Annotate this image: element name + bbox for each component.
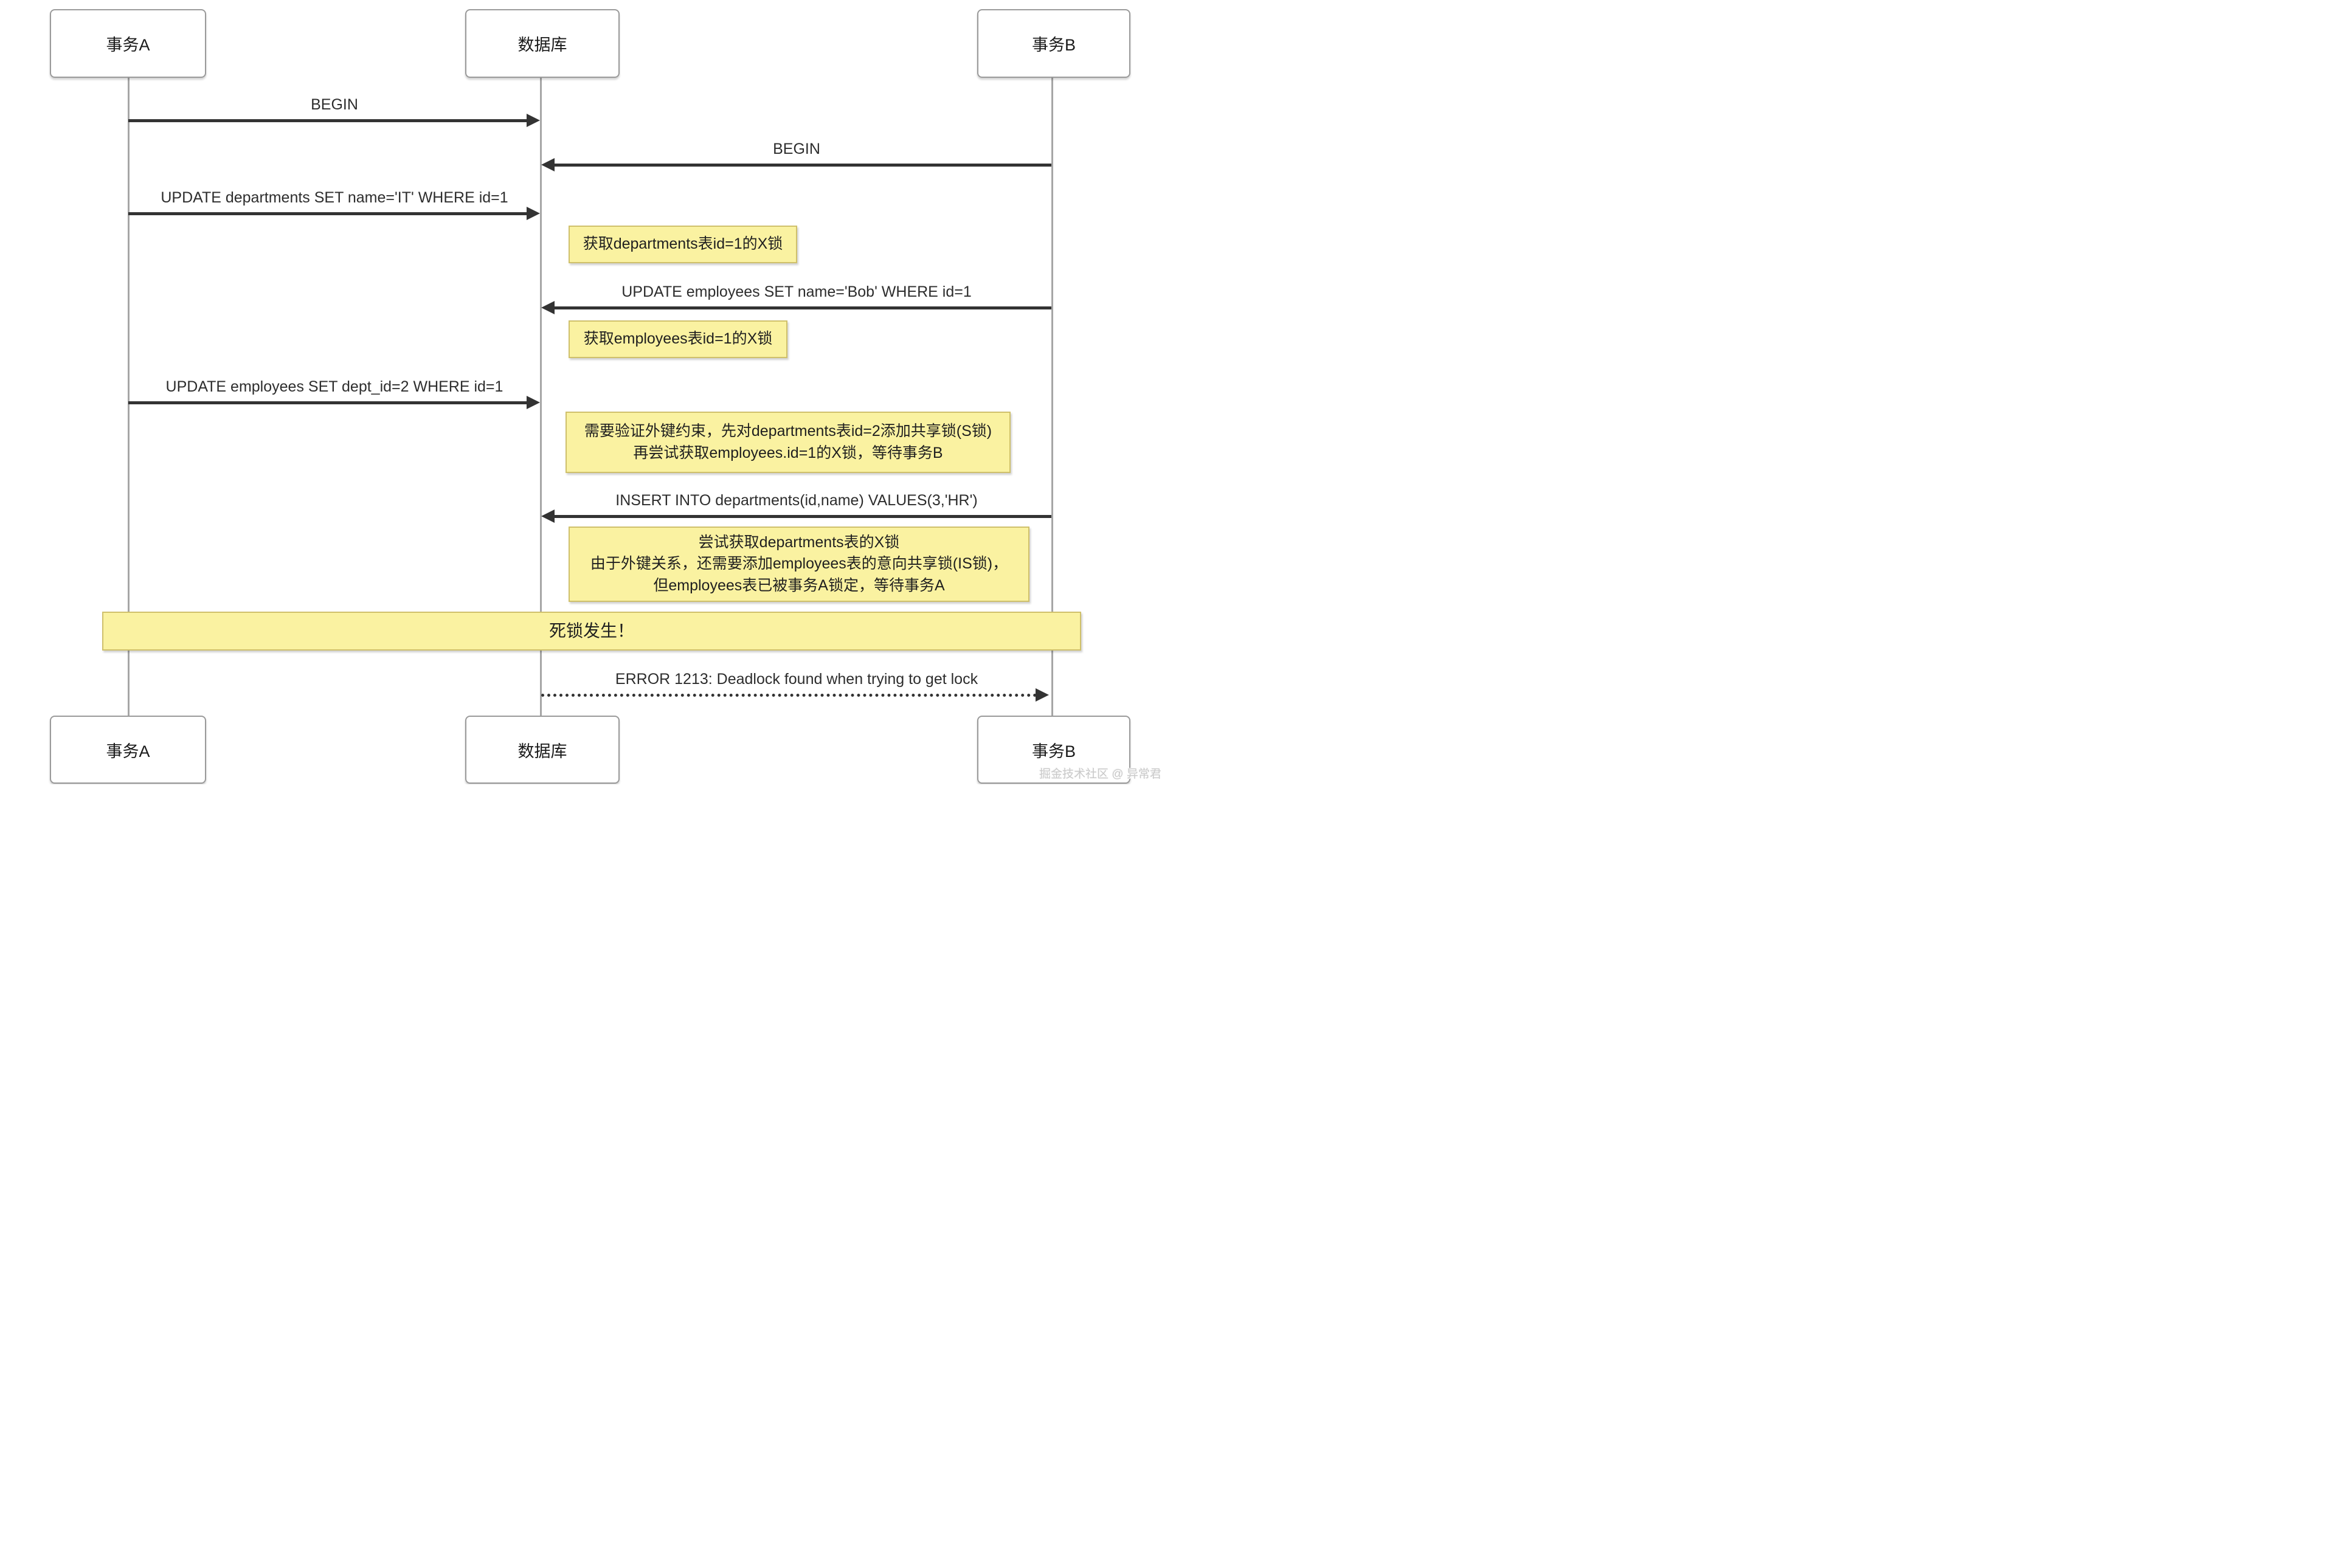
deadlock-banner: 死锁发生！ bbox=[102, 612, 1081, 651]
message-label-update-dept-id: UPDATE employees SET dept_id=2 WHERE id=… bbox=[165, 378, 503, 395]
actor-label: 事务B bbox=[1031, 742, 1076, 761]
actor-label: 事务B bbox=[1031, 36, 1076, 54]
lifeline-transaction-b bbox=[1051, 75, 1053, 716]
note-x-lock-employees: 获取employees表id=1的X锁 bbox=[569, 320, 787, 358]
note-line: 尝试获取departments表的X锁 bbox=[698, 533, 900, 551]
actor-bottom-transaction-b: 事务B bbox=[977, 716, 1130, 784]
message-label-update-departments: UPDATE departments SET name='IT' WHERE i… bbox=[161, 189, 508, 206]
message-line bbox=[128, 212, 528, 215]
arrowhead-left-icon bbox=[541, 301, 555, 314]
note-line: 但employees表已被事务A锁定，等待事务A bbox=[653, 576, 945, 594]
arrowhead-right-icon bbox=[527, 114, 540, 127]
message-line bbox=[554, 164, 1051, 167]
actor-label: 事务A bbox=[106, 742, 150, 761]
arrowhead-right-icon bbox=[527, 396, 540, 409]
message-label-begin-b: BEGIN bbox=[773, 140, 820, 157]
note-line: 由于外键关系，还需要添加employees表的意向共享锁(IS锁)， bbox=[590, 555, 1008, 573]
message-label-update-employees-bob: UPDATE employees SET name='Bob' WHERE id… bbox=[621, 283, 972, 300]
actor-top-transaction-a: 事务A bbox=[50, 9, 206, 78]
banner-label: 死锁发生！ bbox=[548, 621, 634, 641]
message-line bbox=[554, 515, 1051, 518]
actor-top-transaction-b: 事务B bbox=[977, 9, 1130, 78]
note-foreign-key-check: 需要验证外键约束，先对departments表id=2添加共享锁(S锁) 再尝试… bbox=[566, 412, 1011, 473]
arrowhead-left-icon bbox=[541, 509, 555, 523]
note-x-lock-departments: 获取departments表id=1的X锁 bbox=[569, 226, 797, 263]
sequence-diagram: 事务A 数据库 事务B BEGIN BEGIN UPDATE departmen… bbox=[0, 0, 1168, 784]
actor-top-database: 数据库 bbox=[465, 9, 620, 78]
actor-bottom-database: 数据库 bbox=[465, 716, 620, 784]
note-line: 需要验证外键约束，先对departments表id=2添加共享锁(S锁) bbox=[584, 423, 992, 440]
message-label-error-1213: ERROR 1213: Deadlock found when trying t… bbox=[615, 671, 978, 688]
note-line: 获取departments表id=1的X锁 bbox=[583, 235, 783, 253]
note-is-lock-wait: 尝试获取departments表的X锁 由于外键关系，还需要添加employee… bbox=[569, 527, 1029, 602]
arrowhead-right-icon bbox=[527, 207, 540, 220]
message-label-insert-departments: INSERT INTO departments(id,name) VALUES(… bbox=[615, 492, 978, 509]
actor-label: 事务A bbox=[106, 36, 150, 54]
message-line bbox=[128, 401, 528, 404]
actor-label: 数据库 bbox=[517, 742, 567, 761]
message-line-dotted bbox=[541, 694, 1037, 697]
actor-bottom-transaction-a: 事务A bbox=[50, 716, 206, 784]
actor-label: 数据库 bbox=[517, 36, 567, 54]
message-line bbox=[128, 119, 528, 122]
message-label-begin-a: BEGIN bbox=[311, 96, 358, 113]
message-line bbox=[554, 306, 1051, 309]
lifeline-transaction-a bbox=[128, 75, 130, 716]
arrowhead-right-icon bbox=[1036, 688, 1049, 702]
lifeline-database bbox=[540, 75, 542, 716]
arrowhead-left-icon bbox=[541, 158, 555, 171]
note-line: 获取employees表id=1的X锁 bbox=[583, 330, 773, 348]
note-line: 再尝试获取employees.id=1的X锁，等待事务B bbox=[633, 444, 943, 461]
watermark: 掘金技术社区 @ 异常君 bbox=[1039, 768, 1161, 781]
